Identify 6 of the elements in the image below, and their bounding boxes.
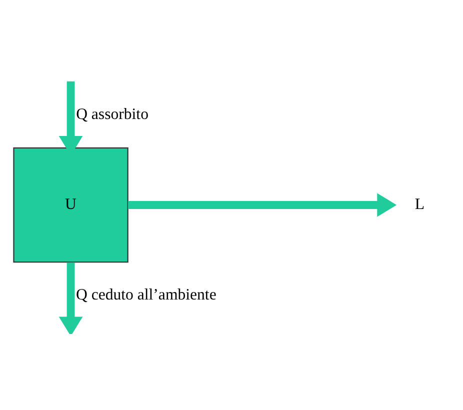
node-box: U (12, 147, 128, 263)
arrow (128, 193, 396, 217)
node-text: L (414, 196, 424, 214)
edge-label: Q ceduto all’ambiente (75, 286, 216, 304)
edge-label: Q assorbito (76, 106, 148, 123)
arrow (58, 262, 82, 334)
